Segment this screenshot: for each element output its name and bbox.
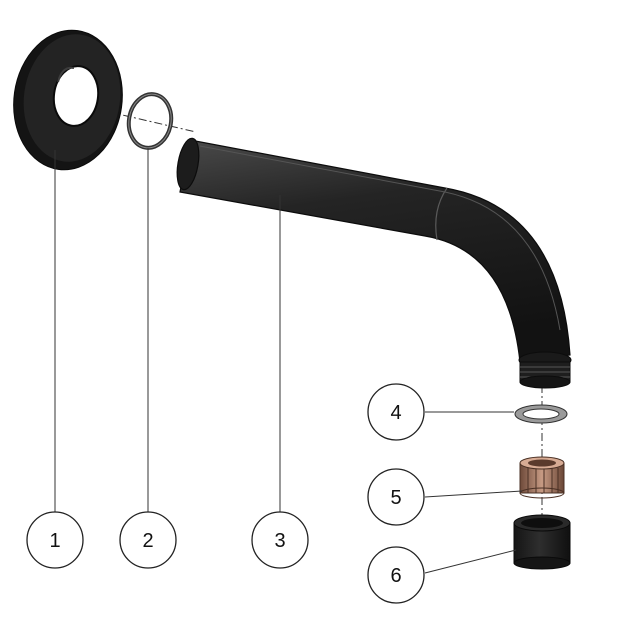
callout-5: 5	[367, 468, 425, 526]
callout-3-number: 3	[274, 530, 285, 552]
callout-4: 4	[367, 383, 425, 441]
callout-1: 1	[26, 511, 84, 569]
wall-flange-part	[13, 29, 123, 171]
shower-arm-part	[176, 137, 572, 389]
callout-1-number: 1	[49, 530, 60, 552]
callout-2: 2	[119, 511, 177, 569]
leader-line-5	[424, 490, 523, 498]
callout-2-number: 2	[142, 530, 153, 552]
o-ring-part	[126, 92, 174, 150]
callout-6-number: 6	[390, 565, 401, 587]
insert-part	[519, 456, 565, 499]
washer-part	[514, 404, 568, 424]
callout-6: 6	[367, 546, 425, 604]
callout-4-number: 4	[390, 402, 401, 424]
callout-5-number: 5	[390, 487, 401, 509]
end-cap-part	[513, 514, 571, 570]
callout-3: 3	[251, 511, 309, 569]
leader-line-6	[424, 549, 517, 574]
